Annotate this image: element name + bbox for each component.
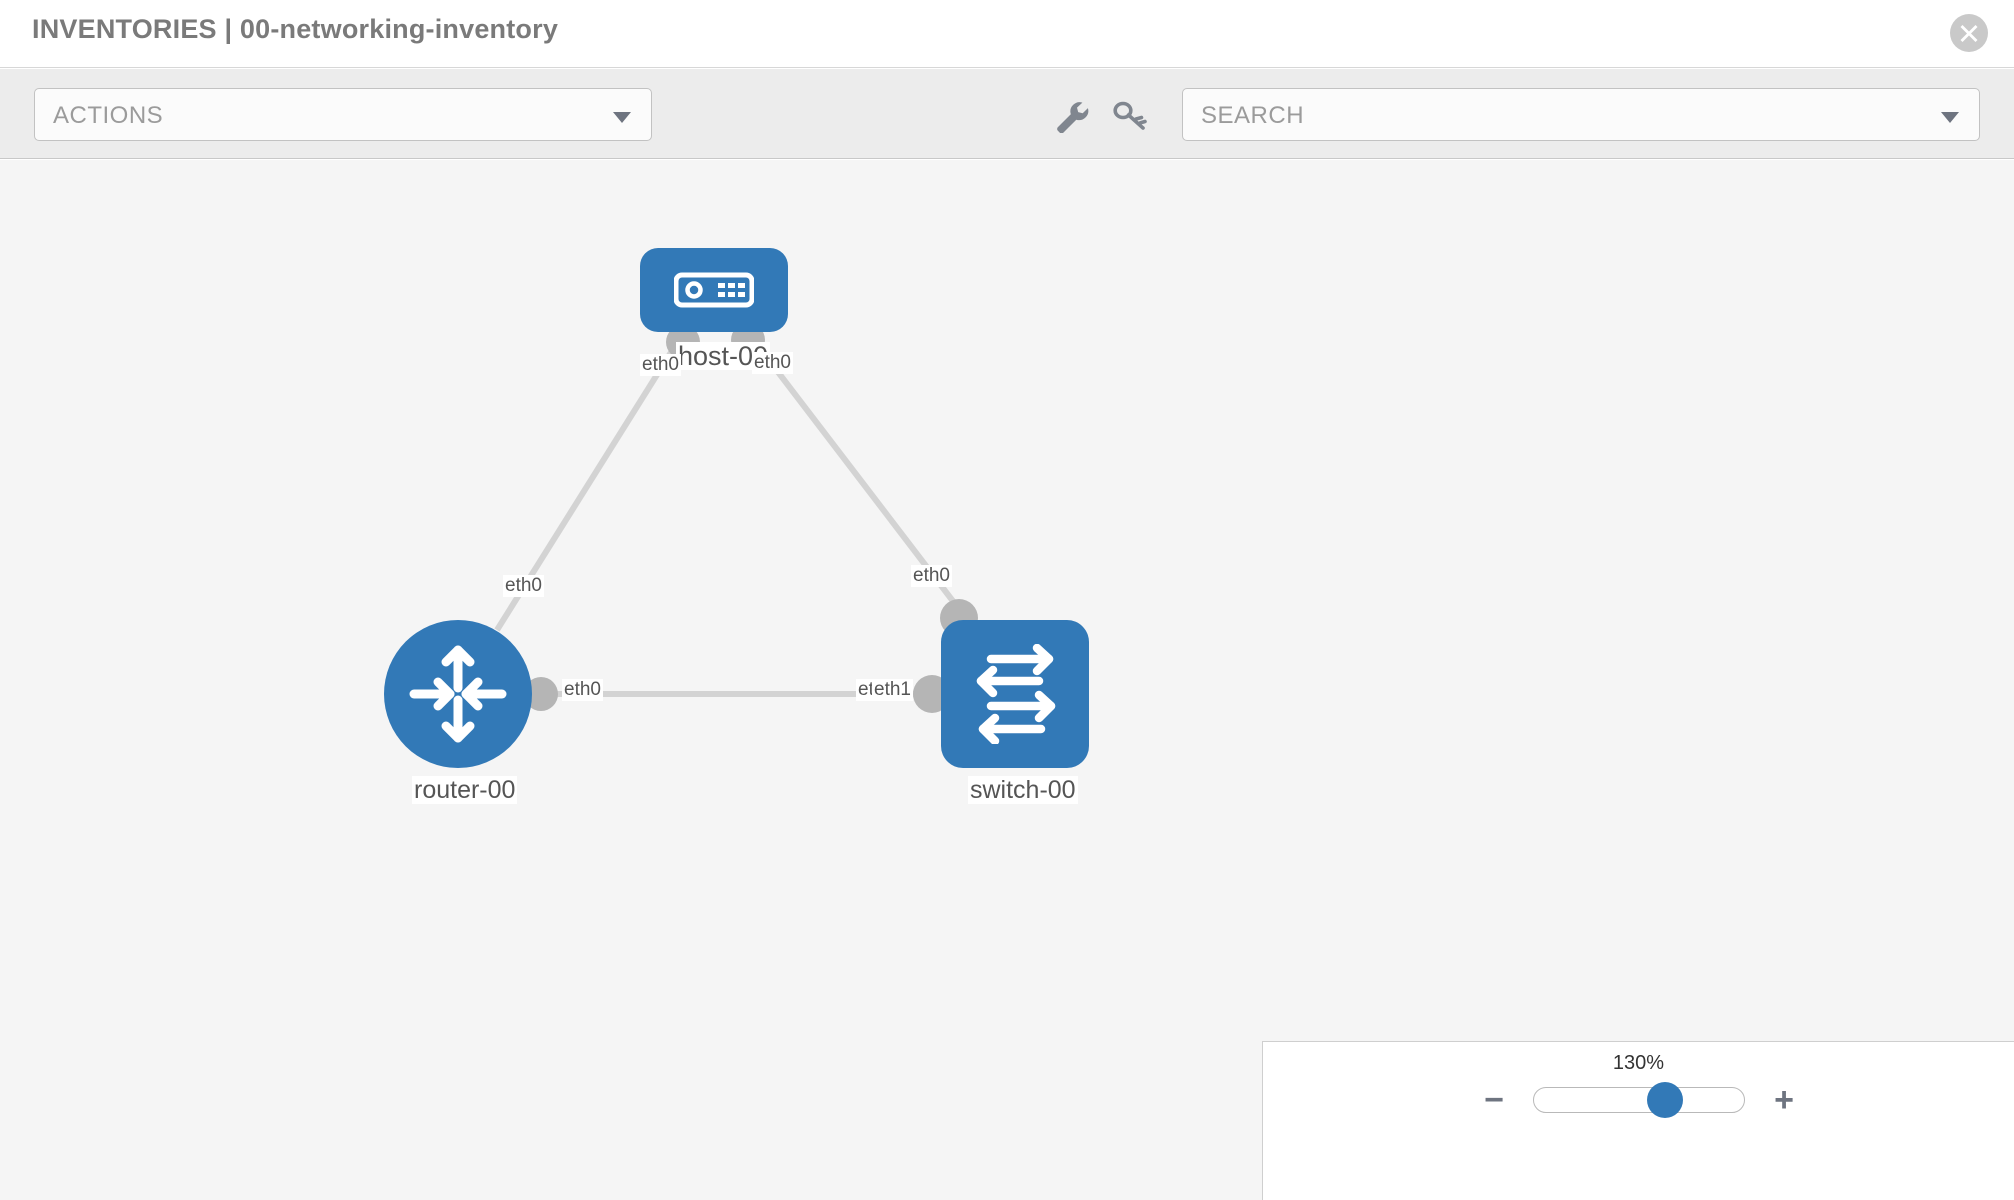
server-icon [674, 271, 754, 309]
actions-dropdown[interactable]: ACTIONS [34, 88, 652, 141]
wrench-icon[interactable] [1052, 99, 1092, 134]
zoom-slider-thumb[interactable] [1647, 1082, 1684, 1118]
topology-node-label-switch-00: switch-00 [968, 776, 1078, 804]
chevron-down-icon [613, 112, 631, 123]
zoom-slider-row: − + [1263, 1078, 2014, 1122]
zoom-level-value: 130% [1612, 1052, 1665, 1074]
topology-node-router-00[interactable] [384, 620, 532, 768]
key-icon[interactable] [1110, 99, 1150, 133]
topology-node-label-router-00: router-00 [412, 776, 518, 804]
connector-group [524, 323, 978, 713]
zoom-slider[interactable] [1533, 1082, 1745, 1118]
interface-label-host-right: eth0 [752, 352, 793, 374]
chevron-down-icon [1941, 112, 1959, 123]
interface-label-router-right: eth0 [562, 679, 603, 701]
connector-router-right [524, 677, 558, 711]
topology-canvas[interactable]: host-00 router-00 switch-00 eth0 eth0 et… [0, 160, 2014, 1200]
zoom-out-button[interactable]: − [1484, 1081, 1504, 1119]
close-icon[interactable] [1950, 14, 1988, 52]
router-arrows-icon [406, 642, 510, 746]
zoom-control-panel: 130% − + [1262, 1041, 2014, 1200]
actions-dropdown-label: ACTIONS [53, 102, 164, 129]
toolbar: ACTIONS SEARCH [0, 69, 2014, 159]
search-input[interactable]: SEARCH [1182, 88, 1980, 141]
edge-group [494, 336, 978, 697]
page-header: INVENTORIES | 00-networking-inventory [0, 0, 2014, 68]
interface-label-switch-up: eth0 [911, 565, 952, 587]
page-title: INVENTORIES | 00-networking-inventory [32, 14, 559, 44]
switch-arrows-icon [965, 644, 1065, 744]
topology-node-host-00[interactable] [640, 248, 788, 332]
zoom-in-button[interactable]: + [1774, 1081, 1794, 1119]
interface-label-router-up: eth0 [503, 575, 544, 597]
interface-label-host-left: eth0 [640, 354, 681, 376]
search-placeholder: SEARCH [1201, 102, 1305, 129]
topology-node-switch-00[interactable] [941, 620, 1089, 768]
interface-label-switch-left: eth1 [872, 679, 913, 701]
